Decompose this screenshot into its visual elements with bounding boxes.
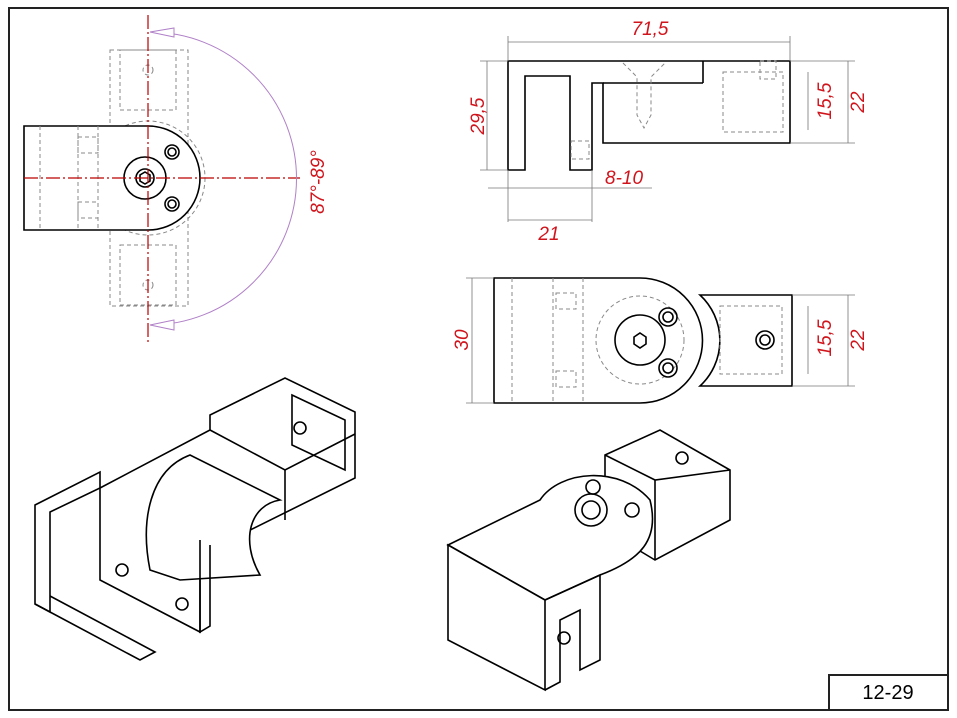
plan-view: 30 15,5 22 <box>452 277 869 404</box>
isometric-view-right <box>446 429 731 692</box>
dim-tube-inner: 15,5 <box>815 82 836 119</box>
hex-socket-icon <box>633 332 647 349</box>
rotation-arc <box>149 31 297 326</box>
drawing-number: 12-29 <box>862 682 913 704</box>
hex-socket-icon <box>139 171 151 185</box>
isometric-view-left <box>34 377 356 661</box>
dim-tube-inner: 15,5 <box>815 319 836 356</box>
dim-tube-outer: 22 <box>848 329 869 352</box>
rotation-angle-label: 87°-89° <box>308 150 329 214</box>
dim-overall-length: 71,5 <box>632 19 669 40</box>
title-block <box>828 674 949 711</box>
dim-tube-outer: 22 <box>848 91 869 114</box>
dim-clamp-gap: 8-10 <box>605 168 643 189</box>
dim-height: 29,5 <box>468 97 489 135</box>
dim-width: 30 <box>452 329 473 351</box>
side-view: 71,5 29,5 15,5 22 8-10 21 <box>468 19 869 245</box>
dim-clamp-width: 21 <box>537 224 559 245</box>
top-view-rotation: 87°-89° <box>23 15 329 342</box>
